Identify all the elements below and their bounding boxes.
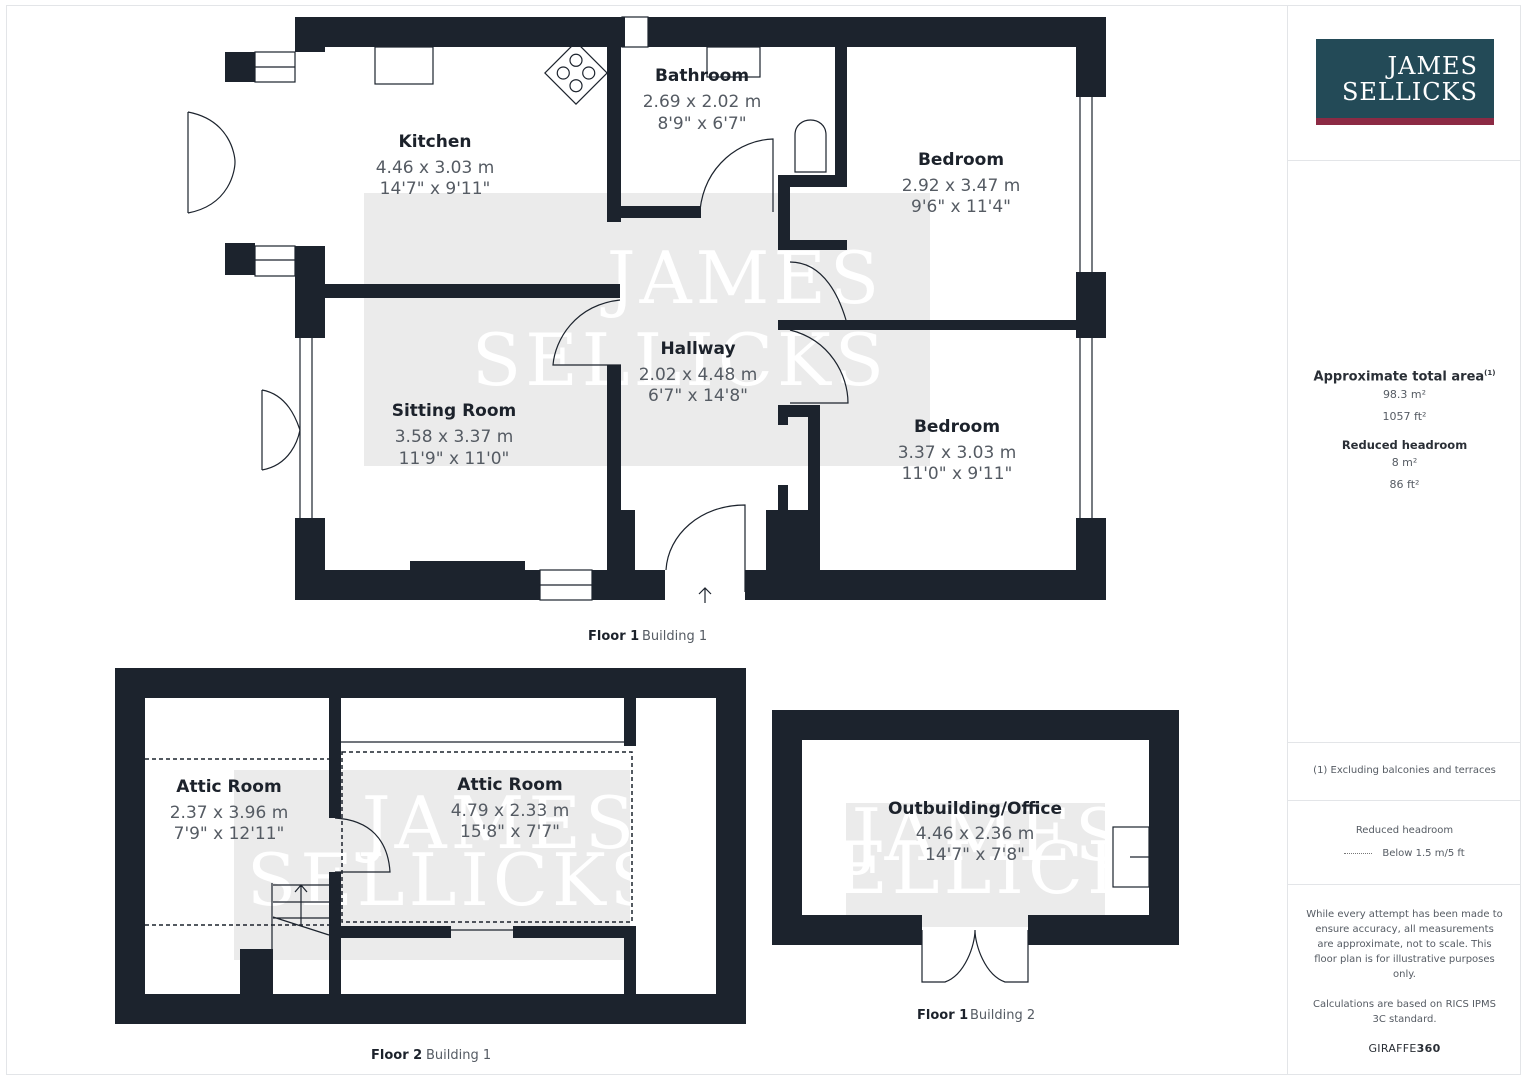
brand-line2: SELLICKS (1341, 78, 1478, 106)
svg-text:2.69 x 2.02 m: 2.69 x 2.02 m (643, 92, 762, 112)
svg-text:11'9" x 11'0": 11'9" x 11'0" (399, 449, 510, 469)
svg-text:2.02 x 4.48 m: 2.02 x 4.48 m (639, 365, 758, 385)
caption-floor1-building1: Floor 1 Building 1 (588, 629, 707, 644)
reduced-ft2: 86 ft² (1389, 478, 1420, 492)
reduced-m2: 8 m² (1391, 456, 1418, 470)
svg-text:SELLICKS: SELLICKS (472, 318, 888, 402)
svg-text:14'7" x 9'11": 14'7" x 9'11" (380, 179, 491, 199)
footnote-section: (1) Excluding balconies and terraces (1288, 743, 1521, 801)
footnote-text: (1) Excluding balconies and terraces (1313, 765, 1496, 776)
svg-text:JAMES: JAMES (845, 793, 1128, 877)
room-label-bedroom-2: Bedroom 3.37 x 3.03 m 11'0" x 9'11" (898, 417, 1017, 484)
logo-section: JAMES SELLICKS (1288, 5, 1521, 161)
calc-text: Calculations are based on RICS IPMS 3C s… (1313, 999, 1496, 1025)
area-title: Approximate total area(1) (1313, 369, 1496, 385)
svg-text:SELLICKS: SELLICKS (782, 826, 1198, 910)
room-label-attic-2: Attic Room 4.79 x 2.33 m 15'8" x 7'7" (451, 775, 570, 842)
floor1-fixtures (187, 16, 1093, 603)
svg-text:Sitting Room: Sitting Room (392, 401, 517, 421)
brand-line1: JAMES (1387, 52, 1478, 80)
svg-text:JAMES: JAMES (355, 781, 638, 865)
svg-text:15'8" x 7'7": 15'8" x 7'7" (460, 822, 560, 842)
svg-text:3.58 x 3.37 m: 3.58 x 3.37 m (395, 427, 514, 447)
svg-text:4.79 x 2.33 m: 4.79 x 2.33 m (451, 801, 570, 821)
svg-text:Bedroom: Bedroom (918, 150, 1004, 170)
dotted-line-icon (1344, 852, 1373, 854)
room-label-hallway: Hallway 2.02 x 4.48 m 6'7" x 14'8" (639, 339, 758, 406)
room-label-bedroom-1: Bedroom 2.92 x 3.47 m 9'6" x 11'4" (902, 150, 1021, 217)
svg-text:Floor 1: Floor 1 (917, 1008, 968, 1023)
caption-floor2-building1: Floor 2 Building 1 (371, 1048, 491, 1063)
svg-text:3.37 x 3.03 m: 3.37 x 3.03 m (898, 443, 1017, 463)
svg-text:Bathroom: Bathroom (655, 66, 749, 86)
info-sidebar: JAMES SELLICKS Approximate total area(1)… (1287, 5, 1521, 1075)
svg-text:Floor 1: Floor 1 (588, 629, 639, 644)
disclaimer-section: While every attempt has been made to ens… (1288, 885, 1521, 1075)
legend-title: Reduced headroom (1355, 825, 1454, 836)
svg-text:Bedroom: Bedroom (914, 417, 1000, 437)
svg-text:SELLICKS: SELLICKS (247, 838, 663, 922)
svg-text:4.46 x 3.03 m: 4.46 x 3.03 m (376, 158, 495, 178)
room-label-bathroom: Bathroom 2.69 x 2.02 m 8'9" x 6'7" (643, 66, 762, 134)
svg-text:Building 1: Building 1 (426, 1048, 491, 1063)
area-ft2: 1057 ft² (1382, 410, 1427, 424)
floor1-walls (225, 17, 1106, 600)
building2-walls (772, 710, 1179, 945)
svg-text:Building 1: Building 1 (642, 629, 707, 644)
building2-fixtures (921, 826, 1150, 983)
svg-text:Attic Room: Attic Room (457, 775, 562, 795)
svg-text:Building 2: Building 2 (970, 1008, 1035, 1023)
svg-text:7'9" x 12'11": 7'9" x 12'11" (174, 824, 285, 844)
area-section: Approximate total area(1) 98.3 m² 1057 f… (1288, 161, 1521, 743)
watermark-building2: JAMES SELLICKS (782, 793, 1198, 927)
floor2-walls (115, 668, 746, 1024)
reduced-headroom-title: Reduced headroom (1341, 438, 1468, 453)
svg-text:2.37 x 3.96 m: 2.37 x 3.96 m (170, 803, 289, 823)
room-label-sitting-room: Sitting Room 3.58 x 3.37 m 11'9" x 11'0" (392, 401, 517, 469)
svg-text:8'9" x 6'7": 8'9" x 6'7" (657, 114, 746, 134)
svg-text:14'7" x 7'8": 14'7" x 7'8" (925, 845, 1025, 865)
caption-floor1-building2: Floor 1 Building 2 (917, 1008, 1035, 1023)
svg-text:Floor 2: Floor 2 (371, 1048, 422, 1063)
brand-bar (1316, 118, 1494, 125)
area-m2: 98.3 m² (1382, 388, 1427, 402)
svg-text:9'6" x 11'4": 9'6" x 11'4" (911, 197, 1011, 217)
legend-item: Below 1.5 m/5 ft (1288, 846, 1521, 861)
svg-text:11'0" x 9'11": 11'0" x 9'11" (902, 464, 1013, 484)
svg-text:Attic Room: Attic Room (176, 777, 281, 797)
page-frame (6, 5, 1521, 1075)
svg-text:Outbuilding/Office: Outbuilding/Office (888, 799, 1062, 819)
room-label-attic-1: Attic Room 2.37 x 3.96 m 7'9" x 12'11" (170, 777, 289, 844)
giraffe360-logo: GIRAFFE360 (1368, 1042, 1441, 1055)
disclaimer-text: While every attempt has been made to ens… (1306, 909, 1503, 980)
svg-text:Kitchen: Kitchen (399, 132, 472, 152)
room-label-kitchen: Kitchen 4.46 x 3.03 m 14'7" x 9'11" (376, 132, 495, 199)
room-label-outbuilding: Outbuilding/Office 4.46 x 2.36 m 14'7" x… (888, 799, 1062, 865)
svg-text:6'7" x 14'8": 6'7" x 14'8" (648, 386, 748, 406)
svg-text:Hallway: Hallway (660, 339, 735, 359)
svg-text:2.92 x 3.47 m: 2.92 x 3.47 m (902, 176, 1021, 196)
legend-section: Reduced headroom Below 1.5 m/5 ft (1288, 801, 1521, 885)
floor2-fixtures (145, 741, 633, 994)
brand-logo: JAMES SELLICKS (1316, 39, 1494, 125)
svg-text:4.46 x 2.36 m: 4.46 x 2.36 m (916, 824, 1035, 844)
